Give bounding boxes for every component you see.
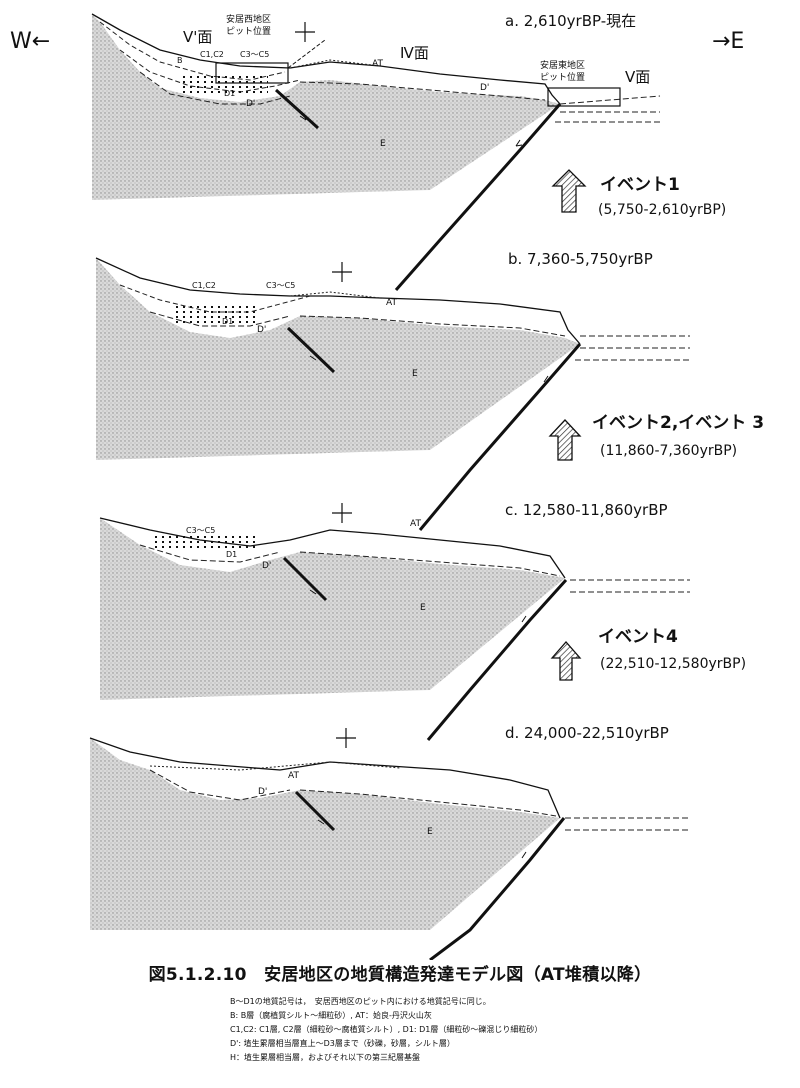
legend-note: B: B層（腐植質シルト～細粒砂）, AT：姶良-丹沢火山灰 bbox=[230, 1011, 432, 1020]
event-2-3: イベント2,イベント 3 (11,860-7,360yrBP) bbox=[548, 413, 764, 461]
layer-e-label: E bbox=[380, 139, 386, 149]
east-label: →E bbox=[712, 29, 744, 54]
bedrock-e bbox=[100, 518, 565, 700]
legend-notes: B～D1の地質記号は， 安居西地区のピット内における地質記号に同じ。 B: B層… bbox=[230, 995, 790, 1065]
layer-at-label: AT bbox=[288, 771, 299, 781]
legend-note: H：埴生累層相当層，およびそれ以下の第三紀層基盤 bbox=[230, 1053, 421, 1062]
event-4-range: (22,510-12,580yrBP) bbox=[600, 656, 746, 672]
event-1-name: イベント1 bbox=[600, 175, 680, 195]
legend-note: D': 埴生累層相当層直上～D3層まで（砂礫，砂層，シルト層） bbox=[230, 1039, 455, 1048]
layer-d-prime-label: D' bbox=[262, 561, 271, 571]
layer-d-prime-label: D' bbox=[258, 787, 267, 797]
uplift-arrow-icon bbox=[551, 169, 587, 213]
layer-e-label: E bbox=[412, 369, 418, 379]
bedrock-e bbox=[90, 738, 560, 930]
panel-c-title: c. 12,580-11,860yrBP bbox=[505, 501, 668, 519]
layer-d-prime-right-label: D' bbox=[480, 83, 489, 93]
west-pit-label-2: ピット位置 bbox=[226, 25, 271, 37]
panel-d-title: d. 24,000-22,510yrBP bbox=[505, 724, 669, 742]
layer-b-label: B bbox=[177, 56, 183, 65]
layer-d1-label: D1 bbox=[226, 550, 237, 559]
east-pit-label-1: 安居東地区 bbox=[540, 59, 585, 71]
layer-d-prime-label: D' bbox=[246, 99, 255, 109]
v-surface-label: V面 bbox=[625, 68, 650, 86]
east-pit-label-2: ピット位置 bbox=[540, 71, 585, 83]
iv-surface-label: Ⅳ面 bbox=[400, 44, 429, 62]
legend-note: C1,C2: C1層, C2層（細粒砂～腐植質シルト）, D1: D1層（細粒砂… bbox=[230, 1025, 543, 1034]
legend-note: B～D1の地質記号は， 安居西地区のピット内における地質記号に同じ。 bbox=[230, 997, 491, 1006]
west-pit-label-1: 安居西地区 bbox=[226, 13, 271, 25]
panel-b: b. 7,360-5,750yrBP C1,C2 C3～C5 D1 D' AT … bbox=[95, 250, 690, 531]
panel-d: d. 24,000-22,510yrBP AT D' E bbox=[89, 724, 690, 960]
event-1-range: (5,750-2,610yrBP) bbox=[598, 202, 726, 218]
event-4-name: イベント4 bbox=[598, 627, 678, 647]
v-prime-surface-label: V'面 bbox=[183, 28, 212, 46]
layer-at-label: AT bbox=[386, 298, 397, 308]
layer-c1c2-label: C1,C2 bbox=[200, 50, 224, 59]
uplift-arrow-icon bbox=[548, 419, 582, 461]
layer-d1-label: D1 bbox=[222, 317, 233, 326]
event-1: イベント1 (5,750-2,610yrBP) bbox=[551, 169, 726, 218]
event-4: イベント4 (22,510-12,580yrBP) bbox=[550, 627, 746, 681]
layer-at-label: AT bbox=[410, 519, 421, 529]
layer-e-label: E bbox=[420, 603, 426, 613]
event-2-3-name: イベント2,イベント 3 bbox=[592, 413, 764, 433]
west-label: W← bbox=[10, 29, 50, 54]
uplift-arrow-icon bbox=[550, 641, 582, 681]
layer-d1-label: D1 bbox=[224, 89, 235, 98]
bedrock-e bbox=[96, 258, 580, 460]
bedrock-e bbox=[92, 14, 560, 200]
layer-e-label: E bbox=[427, 827, 433, 837]
panel-b-title: b. 7,360-5,750yrBP bbox=[508, 250, 653, 268]
event-2-3-range: (11,860-7,360yrBP) bbox=[600, 443, 737, 459]
geologic-model-figure: W← →E a. 2,610yrBP-現在 V'面 Ⅳ面 V面 安居西地区 ピッ… bbox=[10, 12, 764, 960]
panel-a: a. 2,610yrBP-現在 V'面 Ⅳ面 V面 安居西地区 ピット位置 安居… bbox=[91, 12, 661, 291]
layer-c3c5-label: C3～C5 bbox=[266, 281, 295, 290]
figure-caption: 図5.1.2.10 安居地区の地質構造発達モデル図（AT堆積以降） bbox=[148, 965, 652, 985]
layer-c3c5-label: C3～C5 bbox=[186, 526, 215, 535]
layer-c3c5-label: C3～C5 bbox=[240, 50, 269, 59]
layer-d-prime-label: D' bbox=[257, 325, 266, 335]
panel-c: c. 12,580-11,860yrBP C3～C5 D1 D' AT E bbox=[99, 501, 690, 741]
layer-c1c2-label: C1,C2 bbox=[192, 281, 216, 290]
panel-a-title: a. 2,610yrBP-現在 bbox=[505, 12, 636, 30]
layer-at-label: AT bbox=[372, 59, 383, 69]
